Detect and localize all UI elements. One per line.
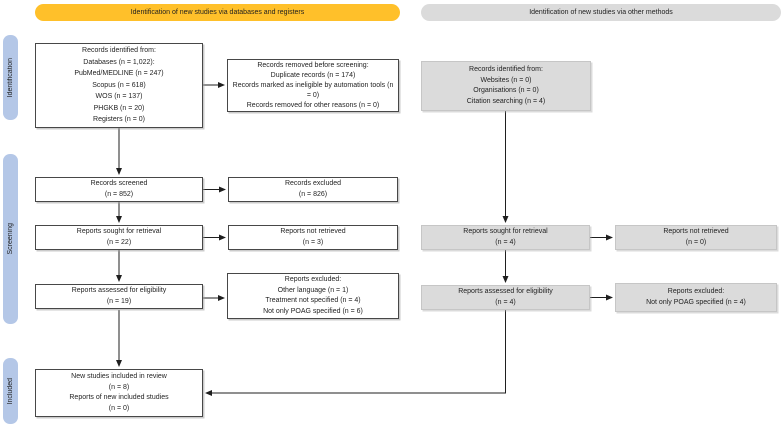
box-line: Websites (n = 0) [480,76,532,84]
box-records-identified-databases: Records identified from: Databases (n = … [35,43,203,128]
box-line: Other language (n = 1) [277,286,349,294]
box-line: Reports excluded: [284,276,342,283]
box-line: (n = 4) [495,298,516,306]
stage-label-screening: Screening [7,223,14,255]
box-line: (n = 826) [298,190,328,198]
box-line: (n = 8) [108,383,130,391]
box-records-screened: Records screened (n = 852) [35,177,203,202]
box-line: Records identified from: [82,47,156,55]
banner-databases-registers-label: Identification of new studies via databa… [130,9,305,16]
box-line: New studies included in review [71,373,167,380]
stage-pill-identification: Identification [3,35,18,120]
banner-other-methods-label: Identification of new studies via other … [529,9,673,16]
stage-label-included: Included [7,377,14,405]
box-line: Reports assessed for eligibility [71,287,167,294]
box-line: Records removed before screening: [257,61,369,69]
box-line: Reports of new included studies [69,394,169,401]
box-records-excluded: Records excluded (n = 826) [228,177,398,202]
stage-label-identification: Identification [7,57,14,98]
box-line: Scopus (n = 618) [92,81,146,89]
stage-pill-included: Included [3,358,18,424]
box-other-reports-excluded: Reports excluded: Not only POAG specifie… [615,283,777,312]
box-line: WOS (n = 137) [95,93,143,101]
box-line: PHGKB (n = 20) [93,104,145,112]
box-line: Reports not retrieved [280,228,346,235]
box-line: Citation searching (n = 4) [466,97,546,105]
box-line: Reports not retrieved [663,228,729,235]
box-line: Records marked as ineligible by automati… [232,81,394,99]
box-line: PubMed/MEDLINE (n = 247) [74,70,164,78]
box-line: Treatment not specified (n = 4) [265,297,361,304]
box-reports-not-retrieved: Reports not retrieved (n = 3) [228,225,398,250]
box-line: (n = 0) [685,238,707,246]
box-line: Reports assessed for eligibility [458,288,553,295]
box-other-reports-sought: Reports sought for retrieval (n = 4) [421,225,590,250]
arrow-other-assessed-to-included [205,310,506,396]
box-line: Databases (n = 1,022): [83,58,155,66]
box-other-reports-not-retrieved: Reports not retrieved (n = 0) [615,225,777,250]
box-line: Not only POAG specified (n = 6) [263,307,363,315]
box-line: Registers (n = 0) [93,116,145,124]
box-other-reports-assessed: Reports assessed for eligibility (n = 4) [421,285,590,310]
box-line: (n = 0) [108,404,130,412]
box-line: Records identified from: [469,66,543,73]
box-line: Reports sought for retrieval [76,228,162,235]
box-line: Records screened [90,180,148,187]
box-line: (n = 4) [495,238,516,246]
banner-other-methods: Identification of new studies via other … [421,4,781,21]
box-line: (n = 3) [302,238,324,246]
box-line: Records excluded [284,180,342,187]
box-records-removed: Records removed before screening: Duplic… [227,59,399,112]
banner-databases-registers: Identification of new studies via databa… [35,4,400,21]
box-line: Not only POAG specified (n = 4) [646,298,746,306]
box-line: Reports sought for retrieval [463,228,548,235]
box-reports-excluded: Reports excluded: Other language (n = 1)… [227,273,399,319]
box-line: Organisations (n = 0) [473,87,539,94]
box-new-studies-included: New studies included in review (n = 8) R… [35,369,203,417]
box-line: (n = 22) [106,238,132,246]
box-line: Reports excluded: [667,288,725,295]
stage-pill-screening: Screening [3,154,18,324]
box-line: (n = 852) [104,190,134,198]
box-reports-assessed: Reports assessed for eligibility (n = 19… [35,284,203,309]
box-reports-sought: Reports sought for retrieval (n = 22) [35,225,203,250]
box-other-records-identified: Records identified from: Websites (n = 0… [421,61,591,111]
box-line: Duplicate records (n = 174) [270,71,356,79]
box-line: Records removed for other reasons (n = 0… [246,101,380,109]
box-line: (n = 19) [106,297,132,305]
